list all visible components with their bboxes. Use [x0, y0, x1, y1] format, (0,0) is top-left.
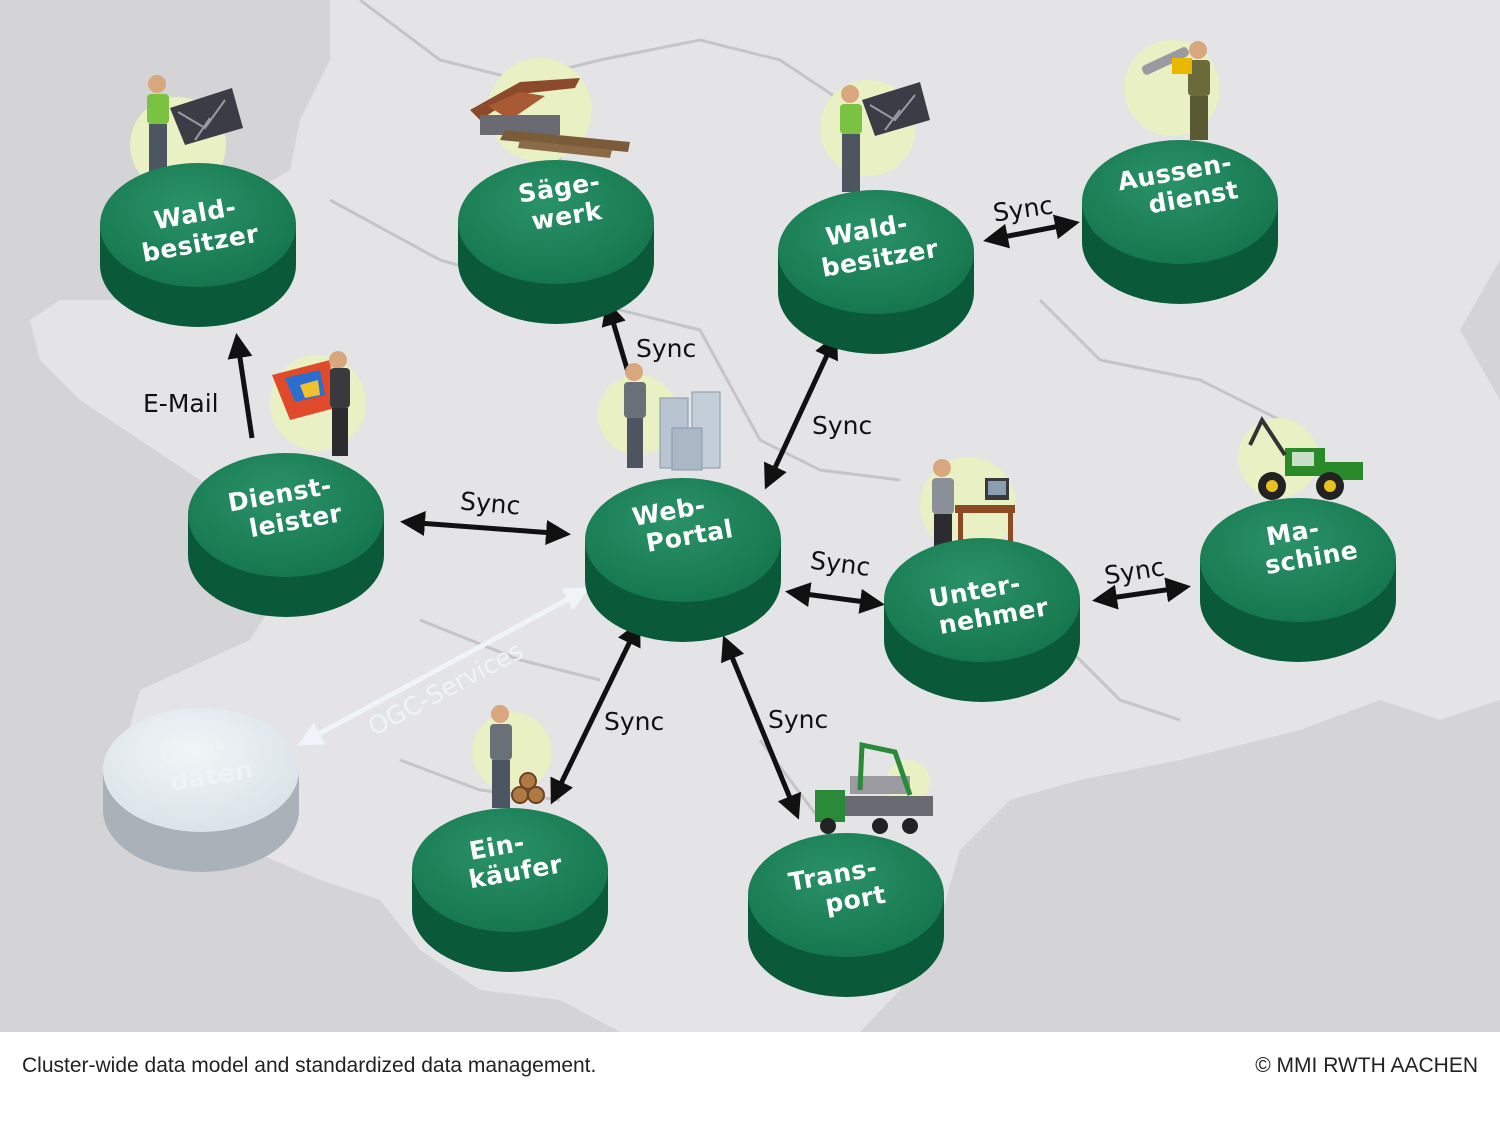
arrow-sync-dienstleister: [400, 511, 571, 545]
arrow-ogc: [297, 587, 590, 746]
node-webportal[interactable]: Web- Portal: [585, 363, 781, 642]
arrows: [227, 214, 1191, 820]
figure-caption: Cluster-wide data model and standardized…: [22, 1054, 597, 1077]
sawmill-icon: [470, 58, 630, 162]
arrow-sync-maschine: [1092, 577, 1191, 610]
node-waldbesitzer-right[interactable]: Wald- besitzer: [778, 80, 974, 354]
node-geodaten[interactable]: Geo- daten: [103, 708, 299, 872]
diagram-figure: E-Mail Sync Sync Sync Sync Sync Sync Syn…: [0, 0, 1500, 1032]
edge-label-sync-einkaeufer: Sync: [604, 707, 664, 736]
caption-bar: Cluster-wide data model and standardized…: [0, 1032, 1500, 1122]
node-maschine[interactable]: Ma- schine: [1200, 415, 1396, 662]
person-with-map-icon: [820, 80, 930, 192]
node-einkaeufer[interactable]: Ein- käufer: [412, 705, 608, 972]
edge-label-sync-saegewerk: Sync: [636, 334, 696, 363]
edge-label-sync-dienstleister: Sync: [459, 486, 522, 520]
node-saegewerk[interactable]: Säge- werk: [458, 58, 654, 324]
node-transport[interactable]: Trans- port: [748, 741, 944, 997]
edge-label-email: E-Mail: [143, 389, 219, 418]
arrow-sync-waldbesitzer: [764, 333, 838, 490]
harvester-machine-icon: [1238, 415, 1363, 500]
node-dienstleister[interactable]: Dienst- leister: [188, 351, 384, 617]
timber-truck-icon: [815, 741, 933, 834]
node-unternehmer[interactable]: Unter- nehmer: [884, 457, 1080, 702]
arrow-sync-einkaeufer: [550, 620, 641, 805]
chainsaw-worker-icon: [1124, 40, 1220, 140]
arrow-sync-saegewerk: [601, 300, 631, 373]
nodes: Wald- besitzer Säge- werk: [100, 40, 1396, 997]
person-with-chart-icon: [270, 351, 366, 456]
edge-label-sync-transport: Sync: [768, 705, 828, 734]
arrow-sync-transport: [721, 635, 801, 820]
copyright-credit: © MMI RWTH AACHEN: [1255, 1054, 1478, 1077]
person-with-buildings-icon: [598, 363, 721, 471]
arrow-sync-unternehmer: [785, 582, 885, 614]
arrow-sync-aussendienst: [983, 214, 1080, 249]
network-diagram: E-Mail Sync Sync Sync Sync Sync Sync Syn…: [30, 0, 1500, 1032]
node-aussendienst[interactable]: Aussen- dienst: [1082, 40, 1278, 304]
edge-labels: E-Mail Sync Sync Sync Sync Sync Sync Syn…: [143, 191, 1166, 742]
person-at-computer-icon: [920, 457, 1016, 566]
arrow-email: [227, 333, 255, 439]
node-waldbesitzer-left[interactable]: Wald- besitzer: [100, 75, 296, 327]
edge-label-sync-waldbesitzer: Sync: [812, 411, 872, 440]
person-with-logs-icon: [472, 705, 552, 808]
